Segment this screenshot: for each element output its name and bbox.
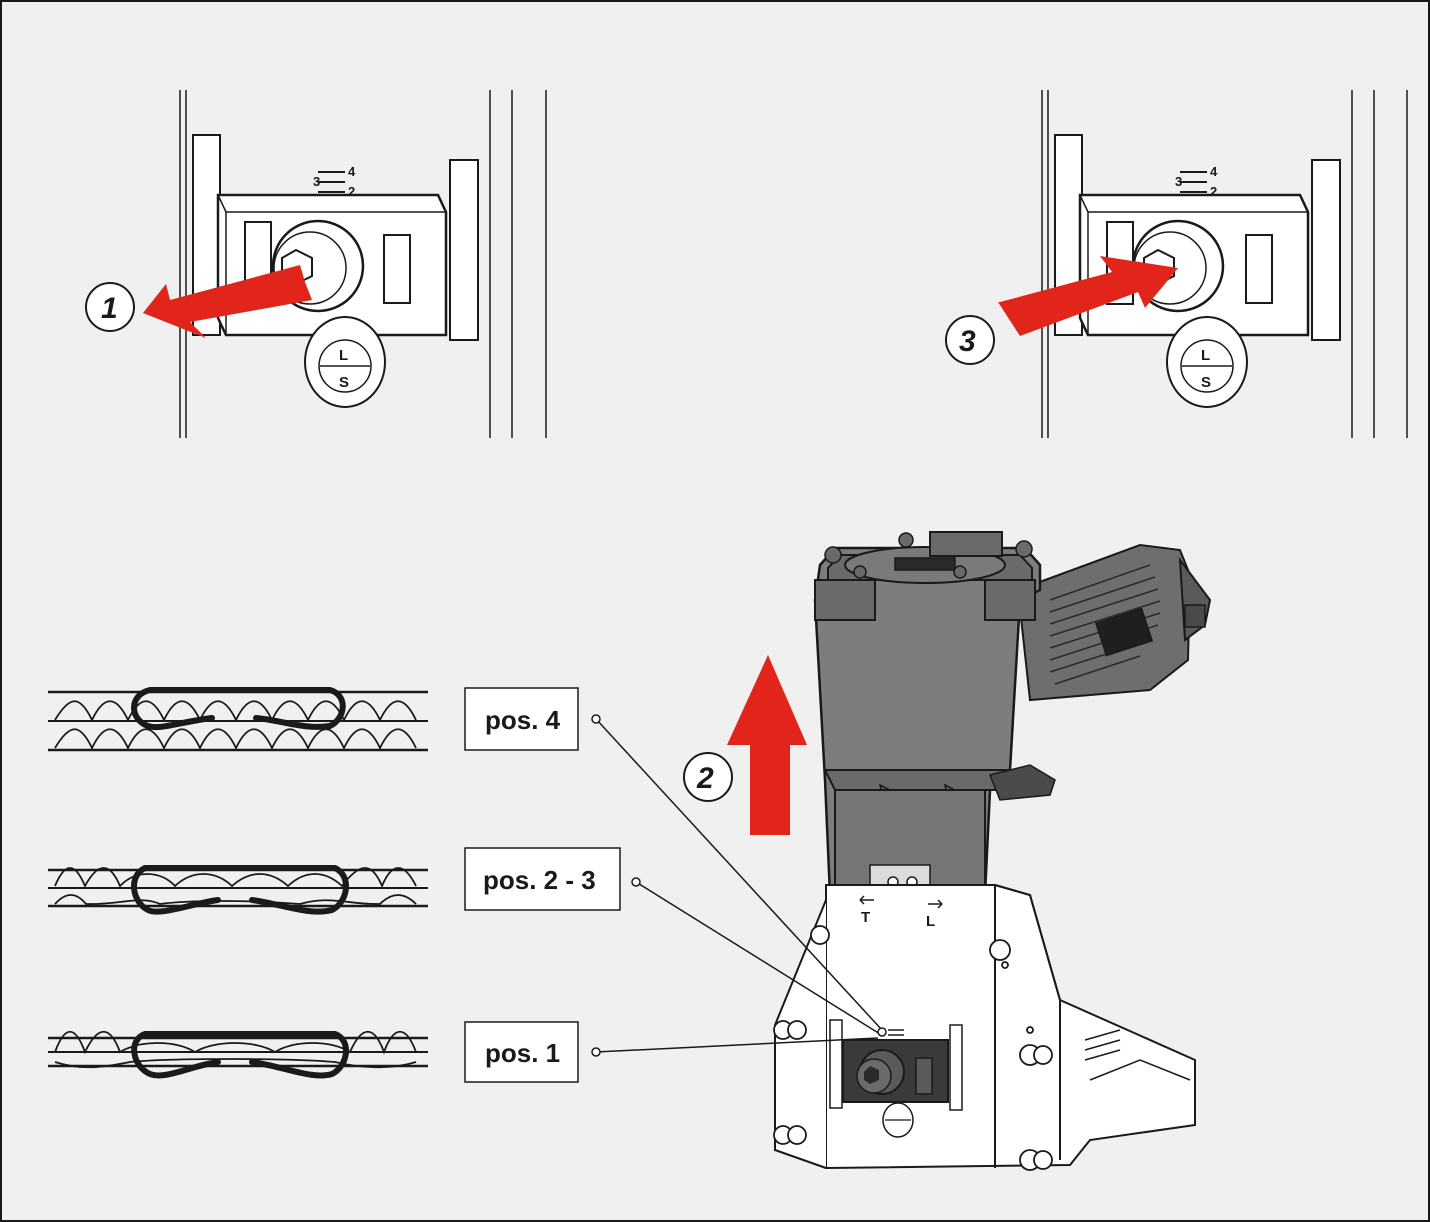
dial-l-label-right: L: [1201, 347, 1210, 364]
scale-num-4: 4: [348, 164, 356, 179]
profile-pos4: [48, 687, 428, 752]
scale-num-3-right: 3: [1175, 174, 1182, 189]
pos1-label: pos. 1: [485, 1038, 560, 1068]
step-1-badge: [85, 282, 135, 332]
leader-lines: [595, 718, 883, 1053]
arrow-push-in: [998, 256, 1178, 336]
arrow-lift-up: [727, 655, 807, 835]
dial-s-label-right: S: [1201, 374, 1211, 391]
pos1-box: pos. 1: [464, 1021, 579, 1083]
step-3-label: 3: [959, 325, 976, 358]
pos4-box: pos. 4: [464, 687, 579, 751]
arrow-pull-out: [143, 265, 312, 338]
pos23-label: pos. 2 - 3: [483, 865, 596, 895]
step-1-label: 1: [101, 292, 118, 325]
tool-handle: [1016, 543, 1212, 702]
scale-num-4-right: 4: [1210, 164, 1218, 179]
scale-num-3: 3: [313, 174, 320, 189]
scale-num-2: 2: [348, 184, 355, 199]
detail-right: L S 4 3 2 3: [945, 90, 1408, 438]
profile-pos1: [48, 1031, 428, 1079]
stapler-tool: T L: [773, 531, 1212, 1171]
leader-dots: [591, 714, 887, 1057]
step-2-badge: [683, 752, 733, 802]
profile-pos23: [48, 865, 428, 915]
position-scale-left: 4 3 2: [313, 164, 356, 199]
position-scale-right: 4 3 2: [1175, 164, 1218, 199]
step-3-badge: [945, 315, 995, 365]
tool-mark-l: L: [926, 913, 935, 930]
tool-mark-t: T: [861, 909, 870, 926]
detail-left: L S 4 3 2 1: [85, 90, 547, 438]
step-2-label: 2: [696, 762, 714, 795]
dial-l-label: L: [339, 347, 348, 364]
scale-num-2-right: 2: [1210, 184, 1217, 199]
pos4-label: pos. 4: [485, 705, 561, 735]
dial-s-label: S: [339, 374, 349, 391]
pos23-box: pos. 2 - 3: [464, 847, 621, 911]
